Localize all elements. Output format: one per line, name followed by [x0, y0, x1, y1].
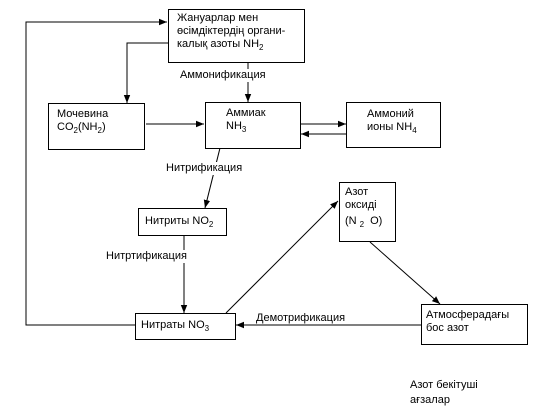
- urea-sub-1: 2: [73, 126, 78, 135]
- nitrites-text: Нитриты NO: [145, 215, 209, 227]
- oxide-o: O): [367, 215, 383, 227]
- oxide-sub: 2: [359, 220, 365, 229]
- node-nitrites: Нитриты NO2: [138, 208, 227, 236]
- node-organic-nitrogen: Жануарлар мен өсімдіктердің органи- калы…: [168, 9, 305, 63]
- ammonium-line-2: ионы NH4: [367, 121, 440, 135]
- oxide-line-1: Азот: [345, 186, 369, 198]
- urea-nh: (NH: [77, 121, 98, 133]
- urea-close: ): [101, 121, 106, 133]
- organic-line-1: Жануарлар мен: [177, 12, 259, 24]
- organic-line-3: калық азоты NH2: [177, 38, 300, 52]
- label-nitrtification: Нитртификация: [106, 250, 187, 263]
- urea-co: CO: [57, 121, 74, 133]
- ammonia-line-2: NH3: [226, 120, 300, 134]
- node-nitrates: Нитраты NO3: [135, 313, 236, 340]
- arrow-organic-to-urea: [123, 42, 168, 103]
- label-nitrification: Нитрификация: [166, 162, 243, 175]
- organic-line-2: өсімдіктердің органи-: [177, 25, 286, 37]
- nitrates-sub: 3: [204, 324, 210, 333]
- urea-line-2: CO2(NH2): [57, 121, 136, 135]
- nitrates-line: Нитраты NO3: [141, 319, 235, 333]
- oxide-line-2: оксиді: [345, 199, 377, 211]
- ammonium-ion: ионы NH: [367, 121, 413, 133]
- node-ammonia: Аммиак NH3: [205, 102, 301, 149]
- label-denitrification: Демотрификация: [256, 312, 346, 324]
- arrow-nitrates-to-organic: [25, 18, 167, 326]
- footer-line-2: ағзалар: [410, 394, 450, 406]
- node-urea: Мочевина CO2(NH2): [48, 103, 145, 150]
- ammonium-line-1: Аммоний: [367, 108, 414, 120]
- oxide-n: (N: [345, 215, 357, 227]
- nitrates-text: Нитраты NO: [141, 319, 205, 331]
- ammonium-sub: 4: [412, 126, 417, 135]
- node-free-nitrogen: Атмосферадағы бос азот: [421, 304, 528, 345]
- nitrites-sub: 2: [208, 220, 214, 229]
- arrow-oxide-to-free-nitrogen: [369, 241, 441, 305]
- ammonia-nh: NH: [226, 120, 242, 132]
- arrow-nitrates-to-oxide: [225, 200, 339, 314]
- node-ammonium: Аммоний ионы NH4: [346, 102, 441, 148]
- organic-line-3-sub: 2: [259, 43, 264, 52]
- ammonia-sub: 3: [241, 125, 247, 134]
- footer-line-1: Азот бекітуші: [410, 379, 478, 391]
- free-nitrogen-line-1: Атмосферадағы: [426, 309, 510, 321]
- nitrites-line: Нитриты NO2: [145, 215, 226, 229]
- urea-sub-2: 2: [97, 126, 102, 135]
- urea-line-1: Мочевина: [57, 108, 109, 120]
- free-nitrogen-line-2: бос азот: [426, 322, 469, 334]
- organic-line-3-text: калық азоты NH: [177, 38, 260, 50]
- arrow-ammonia-to-nitrites: [203, 147, 221, 209]
- label-ammonification: Аммонификация: [180, 69, 266, 82]
- ammonia-line-1: Аммиак: [226, 107, 266, 119]
